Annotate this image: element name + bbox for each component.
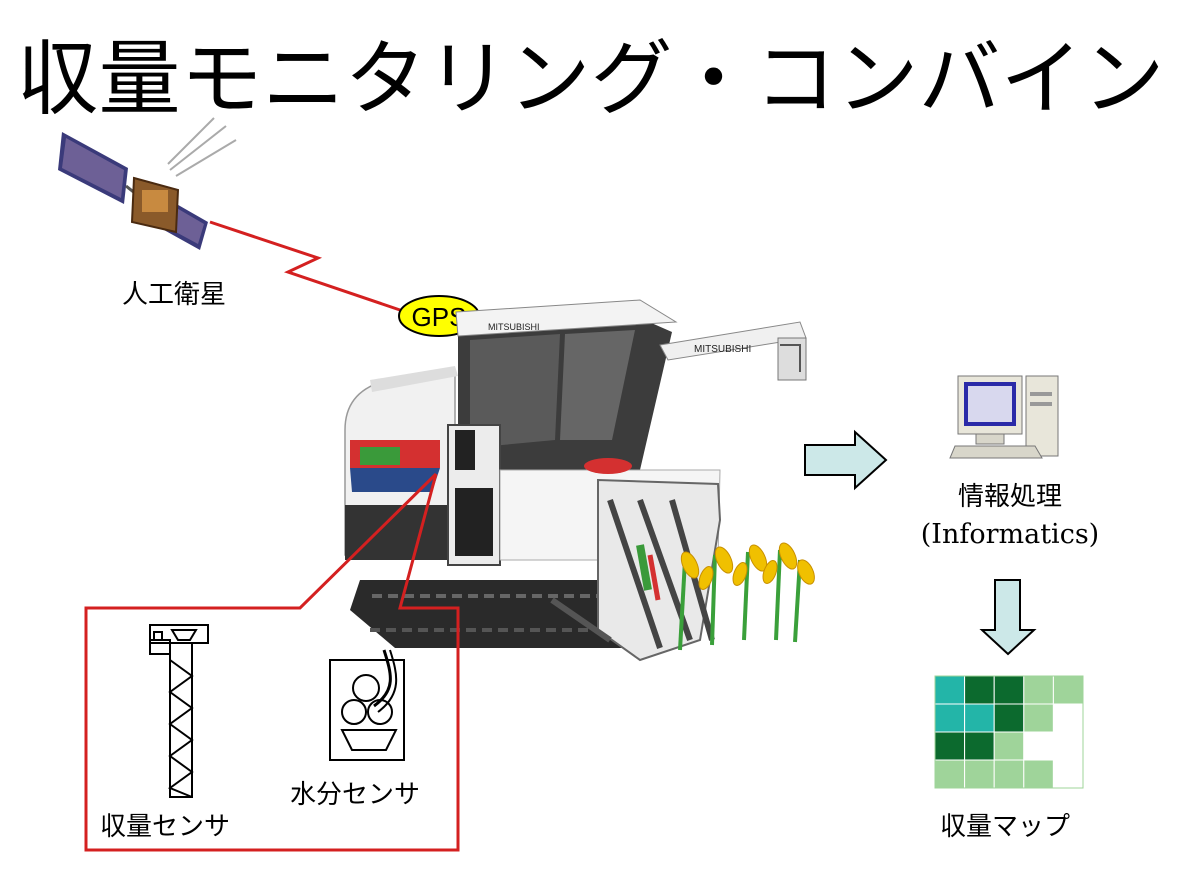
satellite-icon [58, 117, 237, 250]
yield-map-cell [1023, 703, 1054, 733]
yield-map-cell [1052, 759, 1084, 789]
yield-map-cell [993, 675, 1025, 705]
right-arrow-icon [804, 429, 888, 491]
svg-text:MITSUBISHI: MITSUBISHI [488, 322, 540, 332]
satellite-label: 人工衛星 [122, 280, 227, 310]
yield-map-cell [964, 731, 995, 761]
yield-map-cell [934, 703, 966, 733]
informatics-english-label: (Informatics) [920, 519, 1100, 550]
yield-map-cell [964, 703, 995, 733]
down-arrow-icon [979, 579, 1037, 656]
page-title: 収量モニタリング・コンバイン [16, 32, 1165, 127]
computer-icon [949, 375, 1059, 459]
yield-map-cell [934, 675, 966, 705]
yield-map-cell [993, 731, 1025, 761]
yield-map-label: 収量マップ [940, 812, 1071, 842]
yield-map-cell [993, 703, 1025, 733]
yield-map-cell [1023, 759, 1054, 789]
svg-text:MITSUBISHI: MITSUBISHI [694, 344, 751, 355]
yield-map-cell [964, 675, 995, 705]
yield-map-cell [993, 759, 1025, 789]
moisture-sensor-label: 水分センサ [290, 780, 421, 810]
yield-sensor-label: 収量センサ [100, 812, 231, 842]
yield-map-border [934, 675, 1084, 789]
yield-map-cell [964, 759, 995, 789]
combine-harvester-illustration: MITSUBISHI MITSUBISHI [344, 299, 815, 662]
yield-map-cell [1052, 675, 1084, 705]
yield-map-cell [1052, 703, 1084, 733]
moisture-sensor-icon [329, 649, 405, 761]
yield-map-cell [1023, 675, 1054, 705]
yield-map-cell [1023, 731, 1054, 761]
informatics-label: 情報処理 [957, 482, 1062, 512]
satellite-gps-link [209, 220, 401, 312]
yield-map-cell [934, 759, 966, 789]
yield-map-cell [934, 731, 966, 761]
yield-map-grid [934, 675, 1084, 789]
sensor-callout [84, 472, 460, 852]
yield-sensor-icon [149, 624, 209, 798]
yield-map-cell [1052, 731, 1084, 761]
